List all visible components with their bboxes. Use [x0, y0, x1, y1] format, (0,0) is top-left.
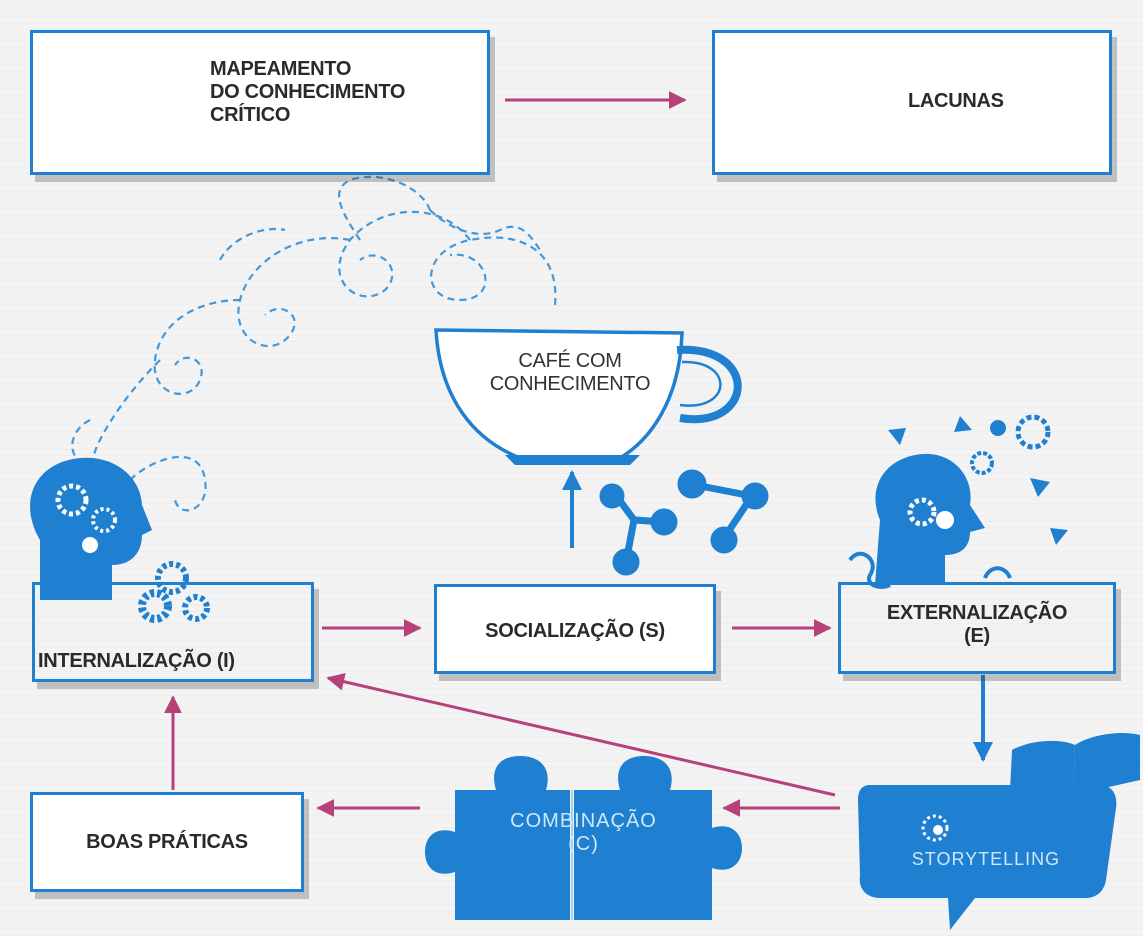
puzzle-icon [425, 756, 742, 920]
combinacao-line-2: (C) [568, 833, 599, 855]
internalizacao-label: INTERNALIZAÇÃO (I) [38, 650, 235, 672]
lacunas-box [712, 30, 1112, 175]
lacunas-label: LACUNAS [908, 90, 1004, 112]
internalizacao-box [32, 582, 314, 682]
socializacao-label: SOCIALIZAÇÃO (S) [485, 620, 665, 642]
head-gears-icon-left [30, 457, 210, 623]
mapeamento-box [30, 30, 490, 175]
externalizacao-box [838, 582, 1116, 674]
externalizacao-line-2: (E) [964, 625, 990, 647]
mapeamento-line-3: CRÍTICO [210, 104, 291, 126]
cafe-line-2: CONHECIMENTO [489, 373, 651, 395]
flow-arrows [164, 91, 840, 817]
boas-praticas-label: BOAS PRÁTICAS [86, 831, 248, 853]
mapeamento-line-1: MAPEAMENTO [210, 58, 352, 80]
cafe-line-1: CAFÉ COM [518, 350, 622, 372]
coffee-cup-icon [434, 328, 742, 465]
head-gears-icon-right [848, 414, 1068, 589]
mapeamento-label: MAPEAMENTO DO CONHECIMENTO CRÍTICO [210, 58, 405, 127]
network-molecule-icon [599, 469, 769, 576]
externalizacao-line-1: EXTERNALIZAÇÃO [886, 602, 1068, 624]
cafe-label: CAFÉ COM CONHECIMENTO [470, 350, 670, 396]
socializacao-box [434, 584, 716, 674]
speech-book-icon [858, 733, 1140, 930]
externalizacao-label: EXTERNALIZAÇÃO (E) [838, 602, 1116, 648]
storytelling-label: STORYTELLING [911, 849, 1061, 869]
mapeamento-line-2: DO CONHECIMENTO [210, 81, 406, 103]
combinacao-line-1: COMBINAÇÃO [510, 810, 657, 832]
combinacao-label: COMBINAÇÃO (C) [455, 810, 712, 856]
boas-praticas-box [30, 792, 304, 892]
arrow-storytelling-internalizacao [326, 672, 836, 797]
